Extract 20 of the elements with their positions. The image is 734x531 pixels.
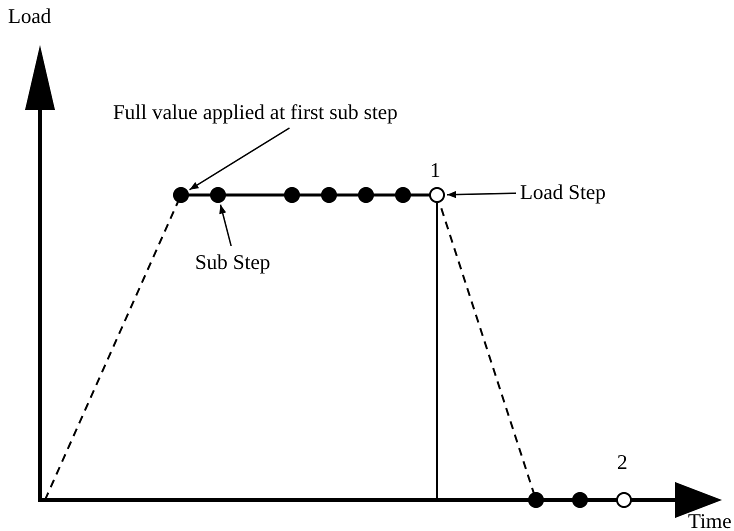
callout-text: Load Step <box>520 180 606 204</box>
axis-label: Time <box>688 511 732 531</box>
data-point <box>321 187 337 203</box>
data-point <box>210 187 226 203</box>
data-point <box>528 492 544 508</box>
data-point <box>173 187 189 203</box>
leader-arrow <box>446 190 516 198</box>
leader-arrow <box>189 127 290 190</box>
data-point <box>616 492 632 508</box>
data-point <box>395 187 411 203</box>
step-number: 1 <box>430 158 440 182</box>
callout-text: Sub Step <box>195 250 270 274</box>
step-number: 2 <box>617 450 628 474</box>
data-point <box>429 187 445 203</box>
axis-label: Load <box>8 4 52 28</box>
data-point <box>358 187 374 203</box>
data-point <box>284 187 300 203</box>
data-point <box>572 492 588 508</box>
callout-text: Full value applied at first sub step <box>113 100 398 124</box>
leader-arrow <box>219 204 232 246</box>
